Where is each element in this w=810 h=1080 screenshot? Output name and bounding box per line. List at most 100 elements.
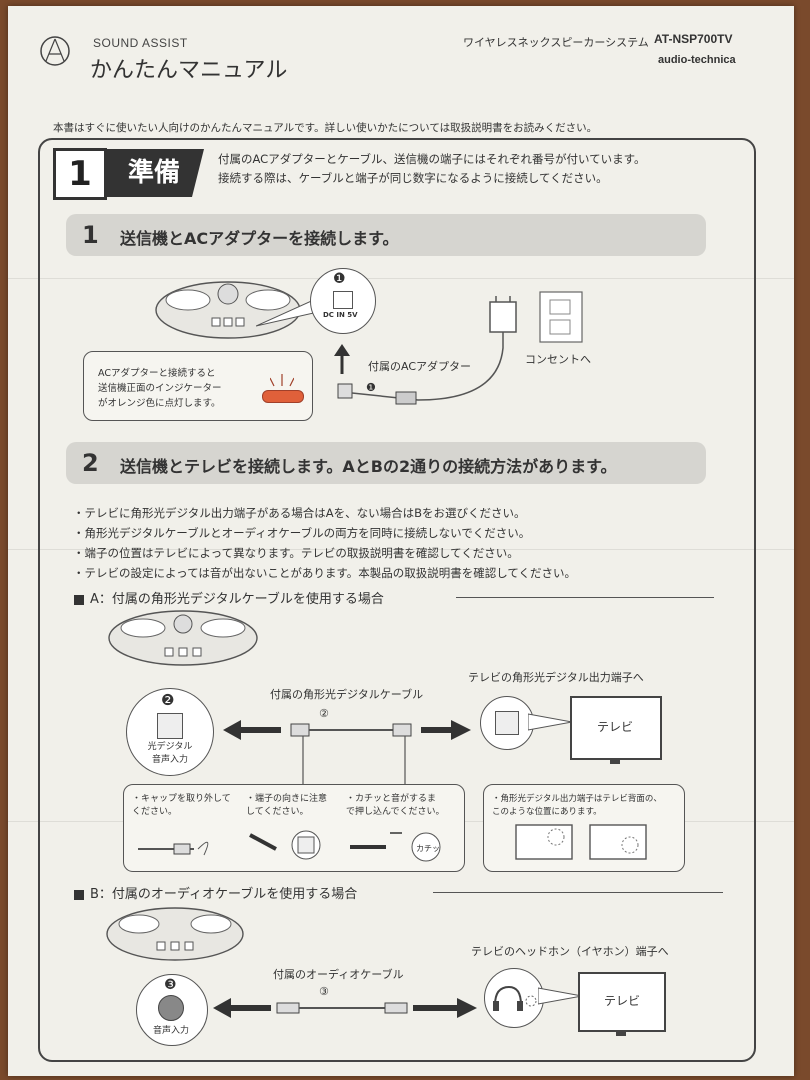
audio-cable-illustration <box>213 998 477 1018</box>
tip-line: してください。 <box>246 807 309 817</box>
outlet-label: コンセントへ <box>525 353 591 366</box>
section-frame <box>38 138 756 1062</box>
push-in-icon <box>350 832 441 862</box>
brand-subtitle: SOUND ASSIST <box>93 36 188 50</box>
optical-cable-label: 付属の角形光デジタルケーブル <box>270 688 424 701</box>
tv-stand <box>616 1030 626 1036</box>
step1-title: 送信機とACアダプターを接続します。 <box>120 229 399 248</box>
glow-rays-icon <box>270 374 294 387</box>
optical-tips-box: ・キャップを取り外して ください。 ・端子の向きに注意 してください。 ・カチッ… <box>123 784 465 872</box>
tip-remove-cap: ・キャップを取り外して ください。 <box>132 793 231 819</box>
section-number: 1 <box>53 148 107 200</box>
step2-title: 送信機とテレビを接続します。AとBの2通りの接続方法があります。 <box>120 457 617 476</box>
tv-rear-tips-box: ・角形光デジタル出力端子はテレビ背面の、 このような位置にあります。 <box>483 784 685 872</box>
port-label-line: 音声入力 <box>151 755 188 765</box>
intro-text: 本書はすぐに使いたい人向けのかんたんマニュアルです。詳しい使いかたについては取扱… <box>53 122 598 134</box>
transmitter-illustration <box>108 610 258 666</box>
port-label: 音声入力 <box>153 1026 190 1036</box>
step2-bullets: ・テレビに角形光デジタル出力端子がある場合はAを、ない場合はBをお選びください。… <box>73 503 576 583</box>
tv-label: テレビ <box>604 994 641 1008</box>
tv-port-callout <box>480 696 534 750</box>
product-name: ワイヤレスネックスピーカーシステム <box>463 36 649 49</box>
manual-sheet: SOUND ASSIST かんたんマニュアル ワイヤレスネックスピーカーシステム… <box>8 6 794 1076</box>
tip-line: ・カチッと音がするま <box>346 794 437 804</box>
section-note: 付属のACアダプターとケーブル、送信機の端子にはそれぞれ番号が付いています。 接… <box>218 150 748 188</box>
square-bullet-icon <box>74 889 84 900</box>
port-label: DC IN 5V <box>323 311 358 319</box>
callout-number: ❷ <box>161 691 175 709</box>
callout-pointer <box>528 713 572 731</box>
cable-number: ② <box>319 707 329 720</box>
dc-port-icon <box>333 291 353 309</box>
fold-line <box>8 278 794 279</box>
optical-cable-illustration <box>223 720 471 784</box>
click-label: カチッ <box>416 844 440 853</box>
tv-stand <box>610 758 620 764</box>
fold-line <box>8 549 794 550</box>
bullet-item: ・角形光デジタルケーブルとオーディオケーブルの両方を同時に接続しないでください。 <box>73 526 531 540</box>
step1-bar: 1 送信機とACアダプターを接続します。 <box>66 214 706 256</box>
section-note-line: 接続する際は、ケーブルと端子が同じ数字になるように接続してください。 <box>218 171 608 185</box>
optical-port-callout: ❷ 光デジタル 音声入力 <box>126 688 214 776</box>
model-number: AT-NSP700TV <box>654 32 733 46</box>
optical-port-icon <box>157 713 183 739</box>
headphone-icon <box>493 985 537 1011</box>
divider <box>433 892 723 893</box>
indicator-note-box: ACアダプターと接続すると 送信機正面のインジケーター がオレンジ色に点灯します… <box>83 351 313 421</box>
bullet-item: ・テレビの設定によっては音が出ないことがあります。本製品の取扱説明書を確認してく… <box>73 566 577 580</box>
audio-jack-icon <box>158 995 184 1021</box>
cap-removal-icon <box>138 841 209 856</box>
outlet-icon <box>539 291 583 343</box>
cable-number: ③ <box>319 985 329 998</box>
tip-orientation: ・端子の向きに注意 してください。 <box>246 793 327 819</box>
page-title: かんたんマニュアル <box>90 58 288 83</box>
square-bullet-icon <box>74 594 84 605</box>
tip-line: ・角形光デジタル出力端子はテレビ背面の、 <box>492 794 662 804</box>
tv-illustration: テレビ <box>570 696 662 764</box>
tip-line: で押し込んでください。 <box>346 807 445 817</box>
tv-label: テレビ <box>597 720 634 734</box>
ac-adapter-illustration <box>334 296 517 405</box>
method-b-heading: B：付属のオーディオケーブルを使用する場合 <box>74 883 357 902</box>
plug-number: ❶ <box>366 381 376 394</box>
method-b-heading-text: B：付属のオーディオケーブルを使用する場合 <box>90 887 358 902</box>
bullet-item: ・テレビに角形光デジタル出力端子がある場合はAを、ない場合はBをお選びください。 <box>73 506 526 520</box>
tip-line: ・端子の向きに注意 <box>246 794 328 804</box>
bullet-item: ・端子の位置はテレビによって異なります。テレビの取扱説明書を確認してください。 <box>73 546 519 560</box>
indicator-note-line: がオレンジ色に点灯します。 <box>98 398 221 409</box>
tv-rear-tip: ・角形光デジタル出力端子はテレビ背面の、 このような位置にあります。 <box>492 793 662 819</box>
audio-technica-logo-icon <box>40 36 70 66</box>
tv-headphone-port-label: テレビのヘッドホン（イヤホン）端子へ <box>471 945 669 958</box>
port-label: 光デジタル 音声入力 <box>143 741 197 767</box>
tv-rear-icon <box>515 824 647 860</box>
optical-port-icon <box>495 711 519 735</box>
tv-optical-port-label: テレビの角形光デジタル出力端子へ <box>468 671 644 684</box>
indicator-note-line: ACアダプターと接続すると <box>98 368 216 379</box>
tip-line: ください。 <box>132 807 178 817</box>
section-label: 準備 <box>104 149 204 197</box>
section-note-line: 付属のACアダプターとケーブル、送信機の端子にはそれぞれ番号が付いています。 <box>218 152 646 166</box>
orientation-icon <box>249 830 321 860</box>
method-a-heading: A：付属の角形光デジタルケーブルを使用する場合 <box>74 588 384 607</box>
step1-number: 1 <box>82 221 99 249</box>
method-a-heading-text: A：付属の角形光デジタルケーブルを使用する場合 <box>90 592 384 607</box>
step2-bar: 2 送信機とテレビを接続します。AとBの2通りの接続方法があります。 <box>66 442 706 484</box>
tv-port-callout <box>484 968 544 1028</box>
divider <box>456 597 714 598</box>
adapter-label: 付属のACアダプター <box>368 360 472 373</box>
indicator-note: ACアダプターと接続すると 送信機正面のインジケーター がオレンジ色に点灯します… <box>98 366 222 411</box>
tv-illustration: テレビ <box>578 972 666 1036</box>
port-label-line: 光デジタル <box>147 742 193 752</box>
audio-port-callout: ❸ 音声入力 <box>136 974 208 1046</box>
callout-number: ❶ <box>333 271 346 287</box>
audio-cable-label: 付属のオーディオケーブル <box>273 968 404 981</box>
callout-number: ❸ <box>164 977 177 993</box>
callout-pointer <box>538 987 582 1005</box>
tip-line: このような位置にあります。 <box>492 807 602 817</box>
maker-logo: audio-technica <box>658 54 736 66</box>
indicator-light-icon <box>262 390 304 403</box>
step2-number: 2 <box>82 449 99 477</box>
indicator-note-line: 送信機正面のインジケーター <box>98 383 222 394</box>
tip-push-in: ・カチッと音がするま で押し込んでください。 <box>346 793 445 819</box>
transmitter-illustration <box>106 907 244 961</box>
